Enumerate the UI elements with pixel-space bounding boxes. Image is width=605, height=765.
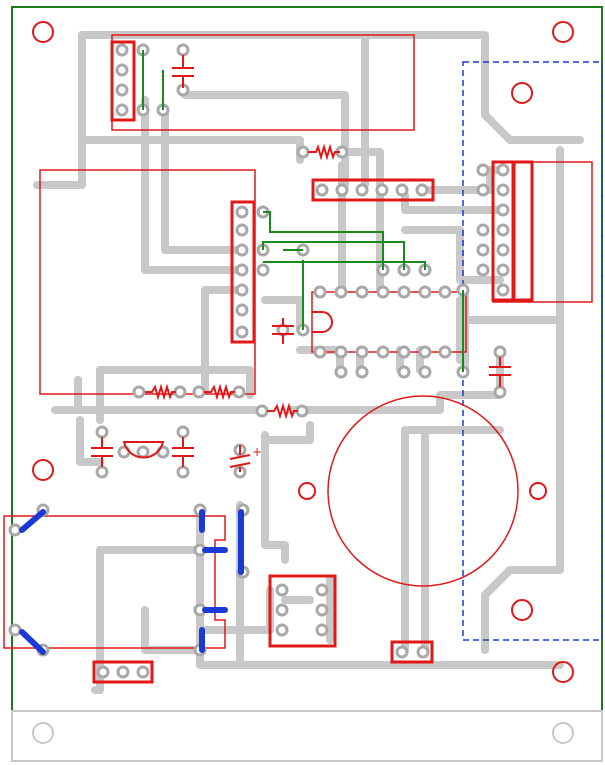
resistors <box>145 143 340 420</box>
terminal-block <box>512 160 534 302</box>
mounting-hole-1 <box>32 21 54 43</box>
bottom-holes <box>32 722 574 744</box>
capacitor-c1 <box>172 55 194 88</box>
mounting-hole-6 <box>529 482 547 500</box>
capacitor-c3 <box>489 357 511 387</box>
transistor-q1 <box>122 441 165 459</box>
mounting-hole-7 <box>511 599 533 621</box>
header-j3 <box>311 178 435 202</box>
header-j7 <box>268 574 337 648</box>
jumper-wires <box>142 50 464 372</box>
mounting-hole-5 <box>298 482 316 500</box>
resistor-r1 <box>308 143 340 161</box>
switch-outline <box>3 515 226 649</box>
keepout-zone <box>462 61 603 641</box>
resistor-r2 <box>145 383 176 401</box>
resistor-r3 <box>204 383 235 401</box>
capacitor-polarity-mark: + <box>252 445 262 459</box>
mounting-hole-3 <box>511 82 533 104</box>
ic-outline <box>311 291 467 353</box>
capacitor-c6-polarized <box>229 445 251 472</box>
component-outlines <box>3 34 593 649</box>
capacitor-c4 <box>91 437 113 467</box>
capacitor-c2 <box>272 318 294 344</box>
copper-traces <box>33 31 584 694</box>
strap-wires <box>19 509 244 655</box>
buzzer-outline <box>327 395 519 587</box>
led-d1 <box>312 311 333 333</box>
mounting-hole-2 <box>552 21 574 43</box>
board-bottom-strip <box>11 710 603 762</box>
capacitors <box>91 55 511 472</box>
mounting-holes <box>32 21 574 683</box>
header-j6 <box>390 640 434 664</box>
headers <box>92 40 534 684</box>
pads <box>8 43 510 679</box>
mounting-hole-8 <box>552 661 574 683</box>
capacitor-c5 <box>172 437 194 467</box>
header-j5 <box>92 660 154 684</box>
resistor-r4 <box>267 402 298 420</box>
mounting-hole-4 <box>32 459 54 481</box>
header-lcd <box>230 200 256 344</box>
header-j1 <box>110 40 136 122</box>
semiconductors <box>122 311 333 459</box>
